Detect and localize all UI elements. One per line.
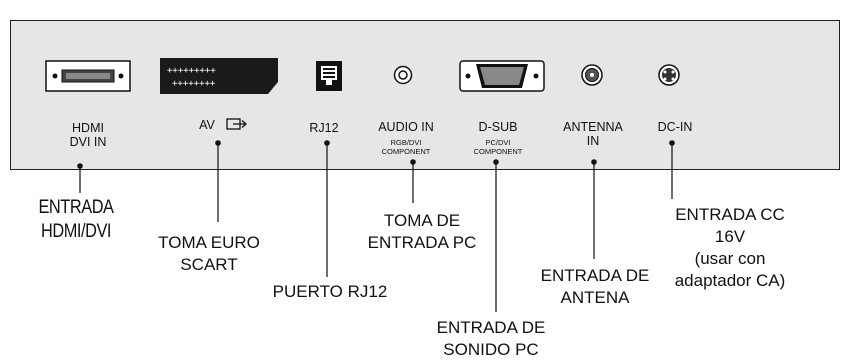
callout-antenna: ENTRADA DE ANTENA [540,266,650,307]
scart-connector-icon: +++++++++ ++++++++ [160,58,278,94]
callout-pc-sound: ENTRADA DE SONIDO PC [436,318,546,359]
port-label-hdmi: HDMI DVI IN [69,121,107,149]
port-sublabel-dsub: PC/DVI COMPONENT [473,138,523,156]
av-input-arrow-icon [226,118,247,130]
port-label-antenna: ANTENNA IN [563,120,623,148]
svg-text:++++++++: ++++++++ [172,79,216,89]
callout-hdmi: ENTRADA HDMI/DVI [38,197,114,242]
leader-lines [79,143,673,312]
rj12-jack-icon [316,61,342,91]
hdmi-connector-icon [45,60,131,92]
port-label-av: AV [199,118,215,132]
callout-scart: TOMA EURO SCART [158,233,260,274]
port-sublabel-audio-in: RGB/DVI COMPONENT [381,138,431,156]
audio-jack-icon [393,65,413,85]
callout-dc: ENTRADA CC 16V (usar con adaptador CA) [674,205,786,290]
connector-panel [10,20,840,170]
vga-connector-icon [459,60,545,92]
dc-power-jack-icon [658,64,680,86]
port-label-audio-in: AUDIO IN [378,120,434,134]
leader-dots [77,140,675,169]
port-label-rj12: RJ12 [309,121,339,135]
callout-pc-input: TOMA DE ENTRADA PC [367,211,477,252]
antenna-jack-icon [581,64,603,86]
callout-rj12: PUERTO RJ12 [272,282,388,301]
svg-text:+++++++++: +++++++++ [167,66,216,76]
port-label-dsub: D-SUB [478,120,518,134]
port-label-dc-in: DC-IN [657,120,693,134]
